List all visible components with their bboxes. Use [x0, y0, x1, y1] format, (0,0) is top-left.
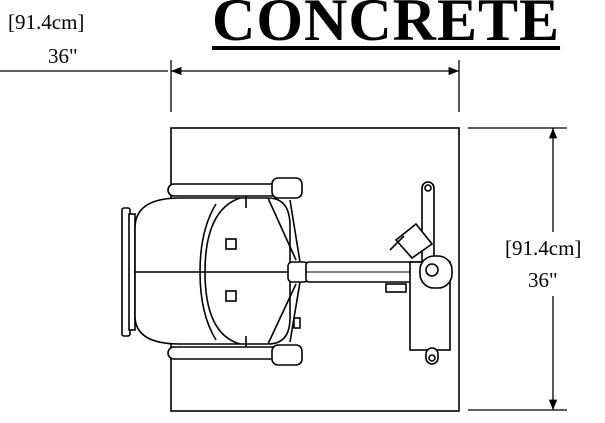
width-metric-label: [91.4cm]: [8, 10, 85, 34]
width-dimension: [0, 60, 460, 112]
page-title: CONCRETE: [212, 0, 561, 53]
width-imperial-label: 36": [48, 44, 78, 68]
height-imperial-label: 36": [528, 268, 558, 292]
height-dimension: [468, 127, 567, 411]
machine-top-view: [121, 177, 453, 366]
height-metric-label: [91.4cm]: [505, 236, 582, 260]
